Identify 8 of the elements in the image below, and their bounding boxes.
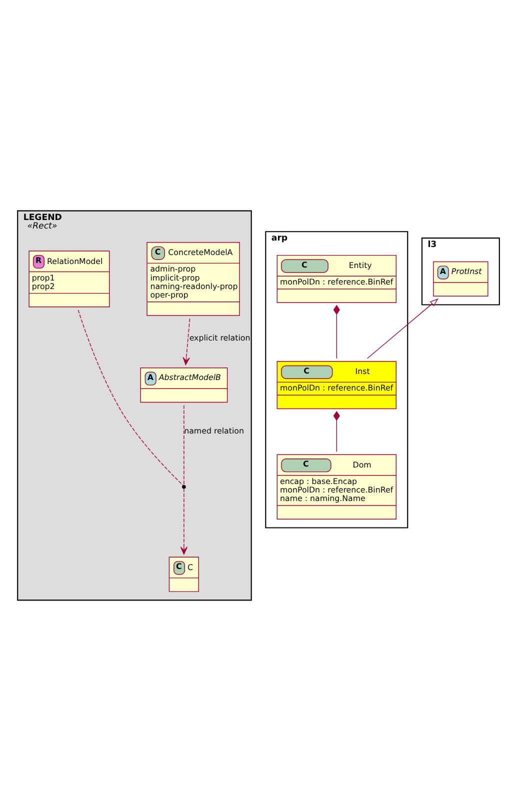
connector: [183, 405, 184, 486]
arrow: [180, 488, 188, 555]
arrow: [366, 298, 438, 359]
connector: [332, 410, 340, 452]
connector: [332, 304, 340, 359]
connector: [77, 310, 184, 486]
arrow: [182, 318, 190, 366]
node-circle: [182, 484, 186, 489]
